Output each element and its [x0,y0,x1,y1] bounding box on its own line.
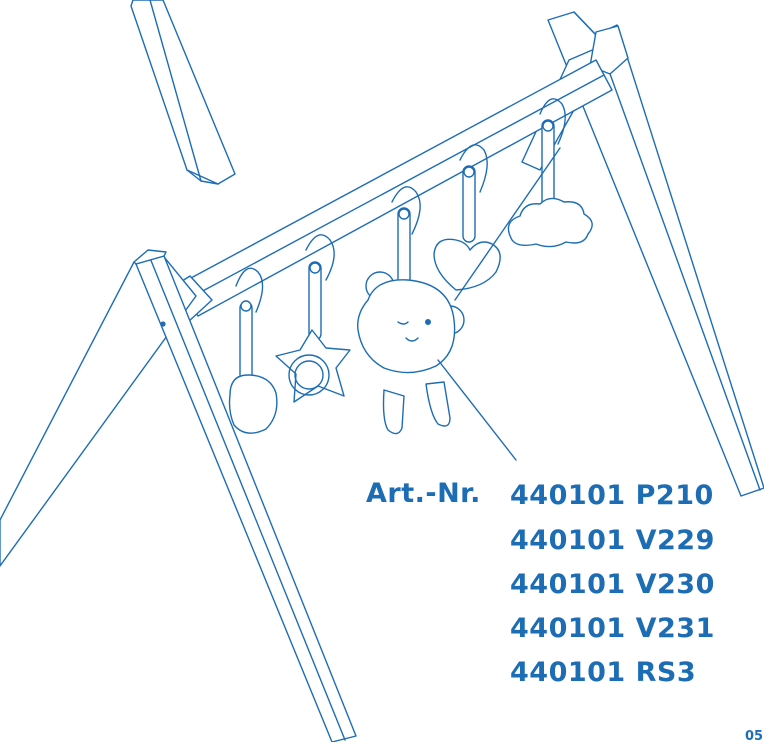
page-number: 05 [745,729,764,744]
toy-loops [235,98,566,313]
cord-line [454,147,561,301]
teddy-toy [357,207,465,435]
left-frame [0,249,357,742]
loose-leg [130,0,236,185]
rattle-toy [228,300,278,434]
heart-toy [433,165,501,291]
callout-line [437,359,517,461]
star-mirror-toy [275,261,351,403]
article-number: 440101 V229 [510,525,715,556]
article-number: 440101 V231 [510,613,715,644]
article-number: 440101 P210 [510,480,714,511]
article-number-label: Art.-Nr. [366,478,481,509]
article-number: 440101 RS3 [510,657,697,688]
article-number: 440101 V230 [510,569,715,600]
